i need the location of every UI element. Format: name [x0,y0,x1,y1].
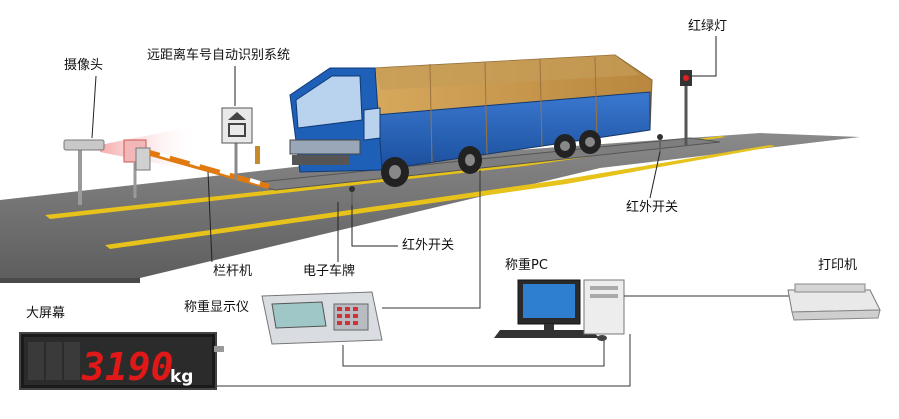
camera-leader [91,75,97,139]
weighing-indicator-device [261,291,383,345]
traffic-light-leader [692,36,717,77]
infrared-center-leader [351,205,398,247]
weighing-pc-device [494,279,625,341]
screen-unit: kg [170,367,193,387]
road-line-upper [45,136,726,219]
label-infrared-switch-center: 红外开关 [402,238,455,253]
road-sign [221,107,253,180]
infrared-switch-right [657,134,663,152]
infrared-right-leader [649,151,661,199]
label-big-screen: 大屏幕 [26,306,66,321]
big-screen-device [19,332,224,390]
barrier-gate [135,147,270,189]
infrared-switch-center [349,186,355,205]
label-weighing-pc: 称重PC [505,258,548,273]
cable-scale-to-indicator [382,170,481,309]
cable-indicator-to-pc [342,340,605,367]
label-recognition-system: 远距离车号自动识别系统 [147,48,291,63]
label-infrared-switch-right: 红外开关 [626,200,679,215]
camera-icon [63,139,105,151]
label-weighing-indicator: 称重显示仪 [184,300,250,315]
truck [289,54,653,187]
label-traffic-light: 红绿灯 [688,19,728,34]
label-electronic-plate: 电子车牌 [303,264,356,279]
traffic-light [680,70,692,145]
road-edge [0,278,140,283]
label-camera: 摄像头 [64,58,104,73]
label-printer: 打印机 [818,258,858,273]
screen-reading: 3190 [81,345,174,389]
printer-device [787,283,881,321]
bollard [255,146,260,164]
label-barrier: 栏杆机 [213,264,253,279]
road-line-lower [105,145,776,249]
barrier-leader [207,171,213,263]
road-surface [0,133,860,278]
